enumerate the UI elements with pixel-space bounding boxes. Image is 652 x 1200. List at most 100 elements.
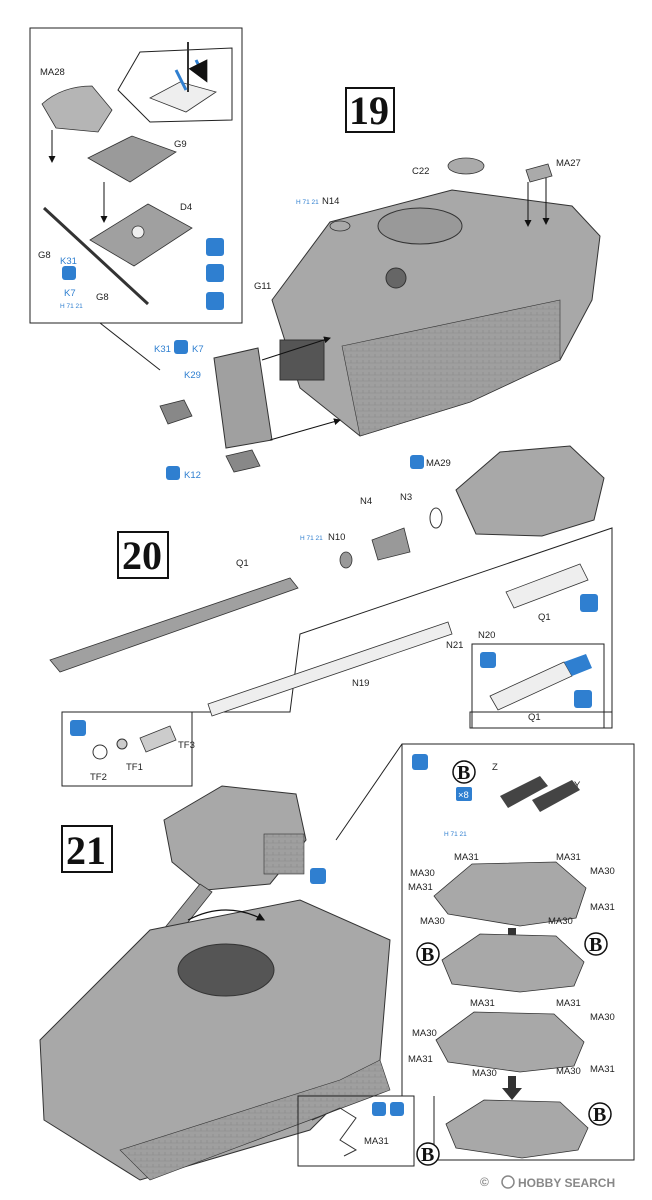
h-tag-inset: H 71 21	[60, 303, 83, 310]
label-MA30-5: MA30	[412, 1028, 437, 1039]
label-MA28: MA28	[40, 67, 65, 78]
label-K7-inset: K7	[64, 288, 76, 299]
label-MA30-7: MA30	[472, 1068, 497, 1079]
label-TF1: TF1	[126, 762, 143, 773]
step-number-21: 21	[66, 828, 106, 873]
h-tag-N14: H 71 21	[296, 199, 319, 206]
turret-side-zimmerit	[341, 299, 561, 437]
part-MA28-shape	[41, 85, 113, 133]
turret-view-4	[445, 1099, 589, 1159]
step-number-20-box	[117, 531, 169, 579]
watermark: © HOBBY SEARCH	[480, 1175, 615, 1190]
label-Q1-barrel: Q1	[236, 558, 249, 569]
paint-icon	[206, 238, 224, 256]
h-tag-N10: H 71 21	[300, 535, 323, 542]
drop-icon	[206, 292, 224, 310]
label-MA31-5: MA31	[470, 998, 495, 1009]
part-MA27-shape	[525, 163, 553, 183]
rotate-icon-3	[166, 466, 180, 480]
label-MA31-6: MA31	[556, 998, 581, 1009]
label-K31-inset: K31	[60, 256, 77, 267]
step-21: 21 B ×8 Z Y H 71 21 MA31 MA31 MA30 MA31 …	[39, 743, 635, 1181]
label-MA30-4: MA30	[548, 916, 573, 927]
callout-frame-20	[62, 527, 613, 729]
label-G9: G9	[174, 139, 187, 150]
step-19: MA28 G9 D4 G8 G8 K31 K7 H 71 21 19 C22	[29, 27, 601, 481]
watermark-text: HOBBY SEARCH	[518, 1176, 615, 1190]
texture-icon	[580, 594, 598, 612]
label-MA31-7: MA31	[408, 1054, 433, 1065]
label-MA31-8: MA31	[590, 1064, 615, 1075]
label-N21: N21	[446, 640, 463, 651]
label-N4: N4	[360, 496, 372, 507]
label-B-top: B	[457, 762, 470, 784]
paint-icon-21	[412, 754, 428, 770]
glue-icon	[206, 264, 224, 282]
step-20: 20 MA29 N4 N3 H 71 21 N10 Q1 N19 Q1 N21 …	[49, 445, 613, 787]
label-C22: C22	[412, 166, 429, 177]
label-G8-b: G8	[96, 292, 109, 303]
label-B-3: B	[589, 934, 602, 956]
inset-box-19	[29, 27, 243, 324]
label-D4: D4	[180, 202, 192, 213]
mask-icon	[310, 868, 326, 884]
label-Q1-breech: Q1	[538, 612, 551, 623]
label-MA31-2: MA31	[556, 852, 581, 863]
glue-icon-21	[372, 1102, 386, 1116]
paint-icon-q1	[480, 652, 496, 668]
part-Q1-breech	[505, 563, 589, 609]
turret-view-3	[435, 1011, 585, 1073]
label-Z: Z	[492, 762, 498, 773]
label-K31: K31	[154, 344, 171, 355]
turret-ring	[177, 943, 275, 997]
texture-icon-q1	[574, 690, 592, 708]
rotate-icon-2	[174, 340, 188, 354]
track-shape	[119, 1059, 391, 1181]
label-MA31-1: MA31	[454, 852, 479, 863]
label-MA30-2: MA30	[590, 866, 615, 877]
step-number-21-box	[61, 825, 113, 873]
label-Y: Y	[574, 780, 581, 791]
label-G11: G11	[254, 281, 271, 292]
label-MA27: MA27	[556, 158, 581, 169]
label-MA30-1: MA30	[410, 868, 435, 879]
label-N20: N20	[478, 630, 495, 641]
step-number-20: 20	[122, 533, 162, 578]
label-MA30-3: MA30	[420, 916, 445, 927]
inset-box-ma31	[297, 1095, 415, 1167]
part-G9-shape	[87, 135, 177, 183]
label-N10: N10	[328, 532, 345, 543]
label-N3: N3	[400, 492, 412, 503]
label-N14: N14	[322, 196, 339, 207]
turret-small-shape	[455, 445, 605, 537]
label-K29: K29	[184, 370, 201, 381]
part-K29-shape	[213, 347, 273, 449]
inset-box-q1	[471, 643, 605, 729]
inset-box-20	[61, 711, 193, 787]
step-number-19-box	[345, 87, 395, 133]
rotate-icon-4	[410, 455, 424, 469]
label-G8-a: G8	[38, 250, 51, 261]
rotate-icon	[62, 266, 76, 280]
label-TF3: TF3	[178, 740, 195, 751]
label-TF2: TF2	[90, 772, 107, 783]
label-MA31-3: MA31	[408, 882, 433, 893]
label-MA29: MA29	[426, 458, 451, 469]
paint-icon-tf	[70, 720, 86, 736]
label-N19: N19	[352, 678, 369, 689]
label-MA30-6: MA30	[590, 1012, 615, 1023]
hobby-search-logo-icon	[501, 1175, 515, 1189]
copyright-mark: ©	[480, 1175, 489, 1189]
label-MA31-4: MA31	[590, 902, 615, 913]
paint-icon-ma31	[390, 1102, 404, 1116]
h-tag-21: H 71 21	[444, 831, 467, 838]
turret-view-2	[441, 933, 585, 993]
label-Q1-inset: Q1	[528, 712, 541, 723]
part-N19-shape	[207, 621, 453, 717]
label-MA30-8: MA30	[556, 1066, 581, 1077]
label-x8: ×8	[458, 790, 469, 801]
pin-detail	[149, 42, 217, 113]
label-K12: K12	[184, 470, 201, 481]
cupola	[377, 207, 463, 245]
